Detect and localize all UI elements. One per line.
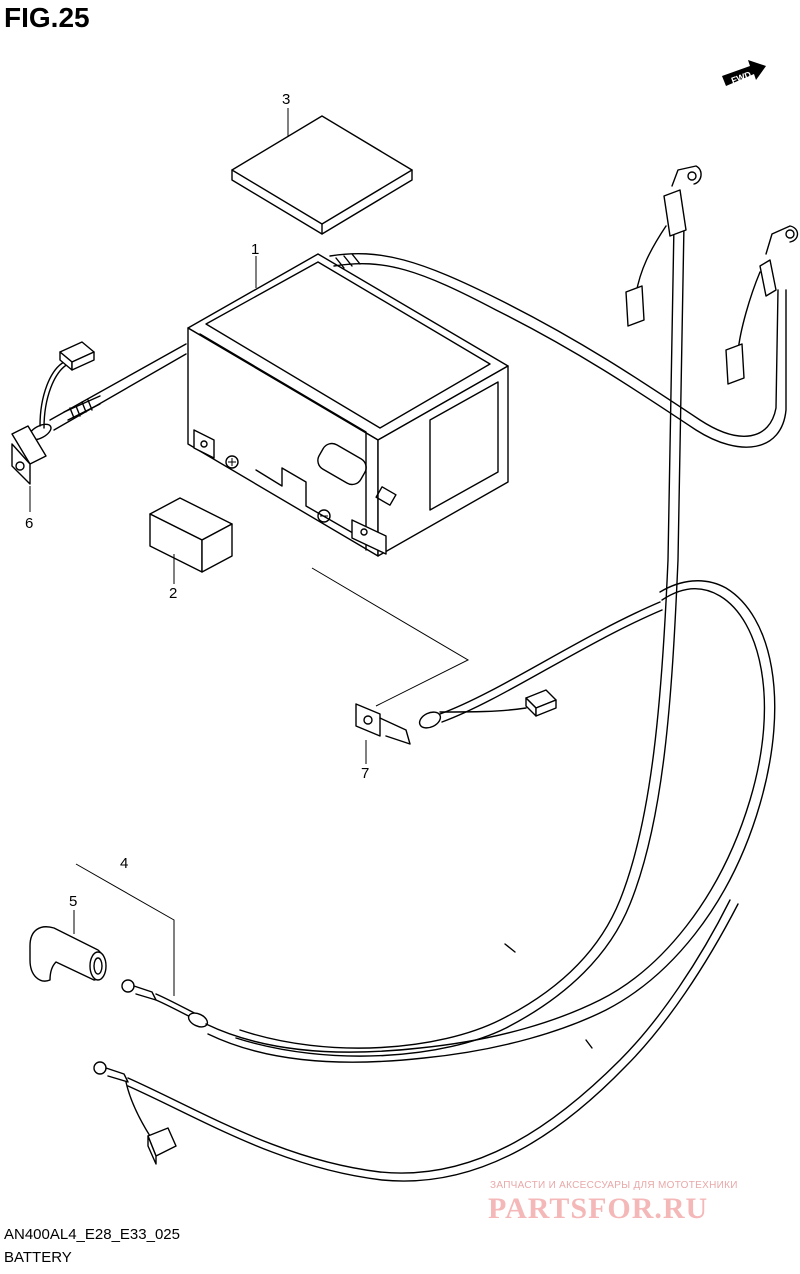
model-code: AN400AL4_E28_E33_025: [4, 1226, 180, 1243]
callout-5: 5: [69, 893, 77, 910]
watermark-tagline: ЗАПЧАСТИ И АКСЕССУАРЫ ДЛЯ МОТОТЕХНИКИ: [490, 1180, 738, 1191]
callout-leaders: [29, 108, 367, 934]
main-harness-cable: [329, 225, 799, 448]
part-5-terminal-cover: [29, 926, 107, 982]
part-3-battery-pad: [231, 115, 413, 235]
callout-6: 6: [25, 515, 33, 532]
section-name: BATTERY: [4, 1249, 72, 1266]
fwd-arrow-icon: FWD: [722, 60, 766, 86]
callout-7: 7: [361, 765, 369, 782]
ground-wire: [93, 899, 739, 1182]
watermark-logo: PARTSFOR.RU: [488, 1192, 709, 1225]
callout-4: 4: [120, 855, 128, 872]
fwd-label: FWD: [730, 69, 753, 86]
part-6-negative-lead: [11, 341, 187, 485]
callout-2: 2: [169, 585, 177, 602]
part-2-spacer: [149, 497, 233, 573]
callout-1: 1: [251, 241, 259, 258]
part-1-battery: [187, 253, 509, 557]
part-4-battery-cable: [75, 580, 776, 1063]
figure-title: FIG.25: [4, 2, 90, 33]
long-vertical-cable: [235, 165, 702, 1057]
part-7-positive-lead: [311, 567, 663, 745]
callout-3: 3: [282, 91, 290, 108]
